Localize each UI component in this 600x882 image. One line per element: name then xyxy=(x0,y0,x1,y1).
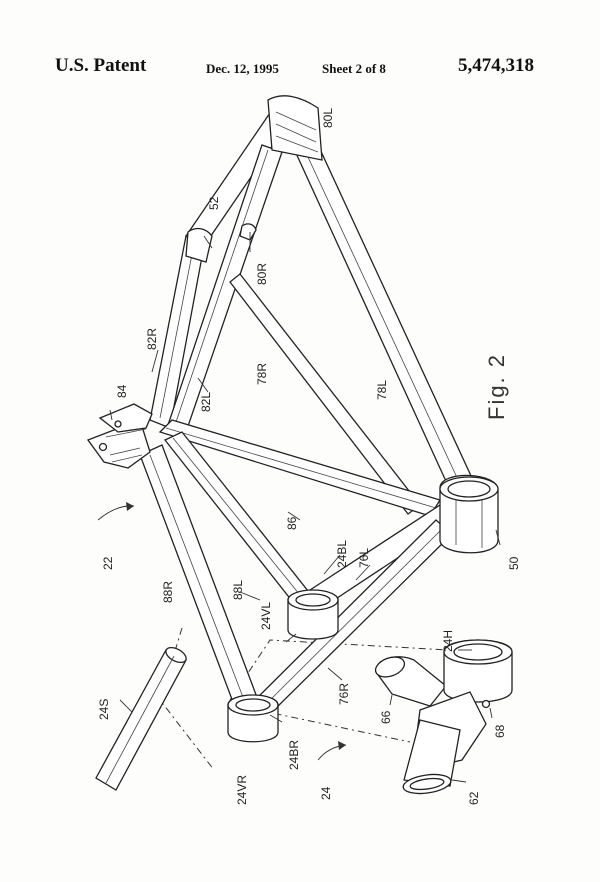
ref-76L: 76L xyxy=(357,548,371,568)
ref-24VL: 24VL xyxy=(259,602,273,630)
ref-86: 86 xyxy=(285,516,299,530)
ref-78R: 78R xyxy=(255,363,269,385)
ref-78L: 78L xyxy=(375,380,389,400)
ref-82L: 82L xyxy=(199,392,213,412)
sheet-number: Sheet 2 of 8 xyxy=(322,61,386,76)
patent-number: 5,474,318 xyxy=(458,55,534,76)
lug-24VL xyxy=(287,589,339,640)
ref-24H: 24H xyxy=(441,630,455,652)
ref-88L: 88L xyxy=(231,580,245,600)
ref-24: 24 xyxy=(319,786,333,800)
ref-80R: 80R xyxy=(255,263,269,285)
ref-80L: 80L xyxy=(321,108,335,128)
lug-80R xyxy=(185,223,257,263)
ref-50: 50 xyxy=(507,556,521,570)
patent-date: Dec. 12, 1995 xyxy=(206,61,279,76)
ref-84: 84 xyxy=(115,384,129,398)
lug-80L xyxy=(267,95,323,161)
ref-22: 22 xyxy=(101,556,115,570)
ref-82R: 82R xyxy=(145,328,159,350)
chain-stay-78L xyxy=(289,131,473,491)
figure-label: Fig. 2 xyxy=(484,353,509,420)
ref-24BL: 24BL xyxy=(335,540,349,568)
dropout-84 xyxy=(86,403,153,469)
leader-lines xyxy=(97,232,501,783)
ref-62: 62 xyxy=(467,791,481,805)
reference-labels: 80L 52 80R 82R 78R 78L 82L 84 86 22 24BL… xyxy=(97,108,521,805)
bottom-bracket-50 xyxy=(439,474,499,554)
patent-label: U.S. Patent xyxy=(55,55,147,76)
ref-52: 52 xyxy=(207,196,221,210)
ref-24VR: 24VR xyxy=(235,775,249,805)
seat-post-24S xyxy=(95,646,187,791)
ref-68: 68 xyxy=(493,724,507,738)
ref-66: 66 xyxy=(379,710,393,724)
ref-24S: 24S xyxy=(97,699,111,720)
assembly-lines xyxy=(159,627,449,771)
ref-76R: 76R xyxy=(337,683,351,705)
ref-24BR: 24BR xyxy=(287,740,301,770)
lug-24VR xyxy=(227,694,279,743)
head-lug-24H xyxy=(374,639,513,795)
ref-88R: 88R xyxy=(161,581,175,603)
